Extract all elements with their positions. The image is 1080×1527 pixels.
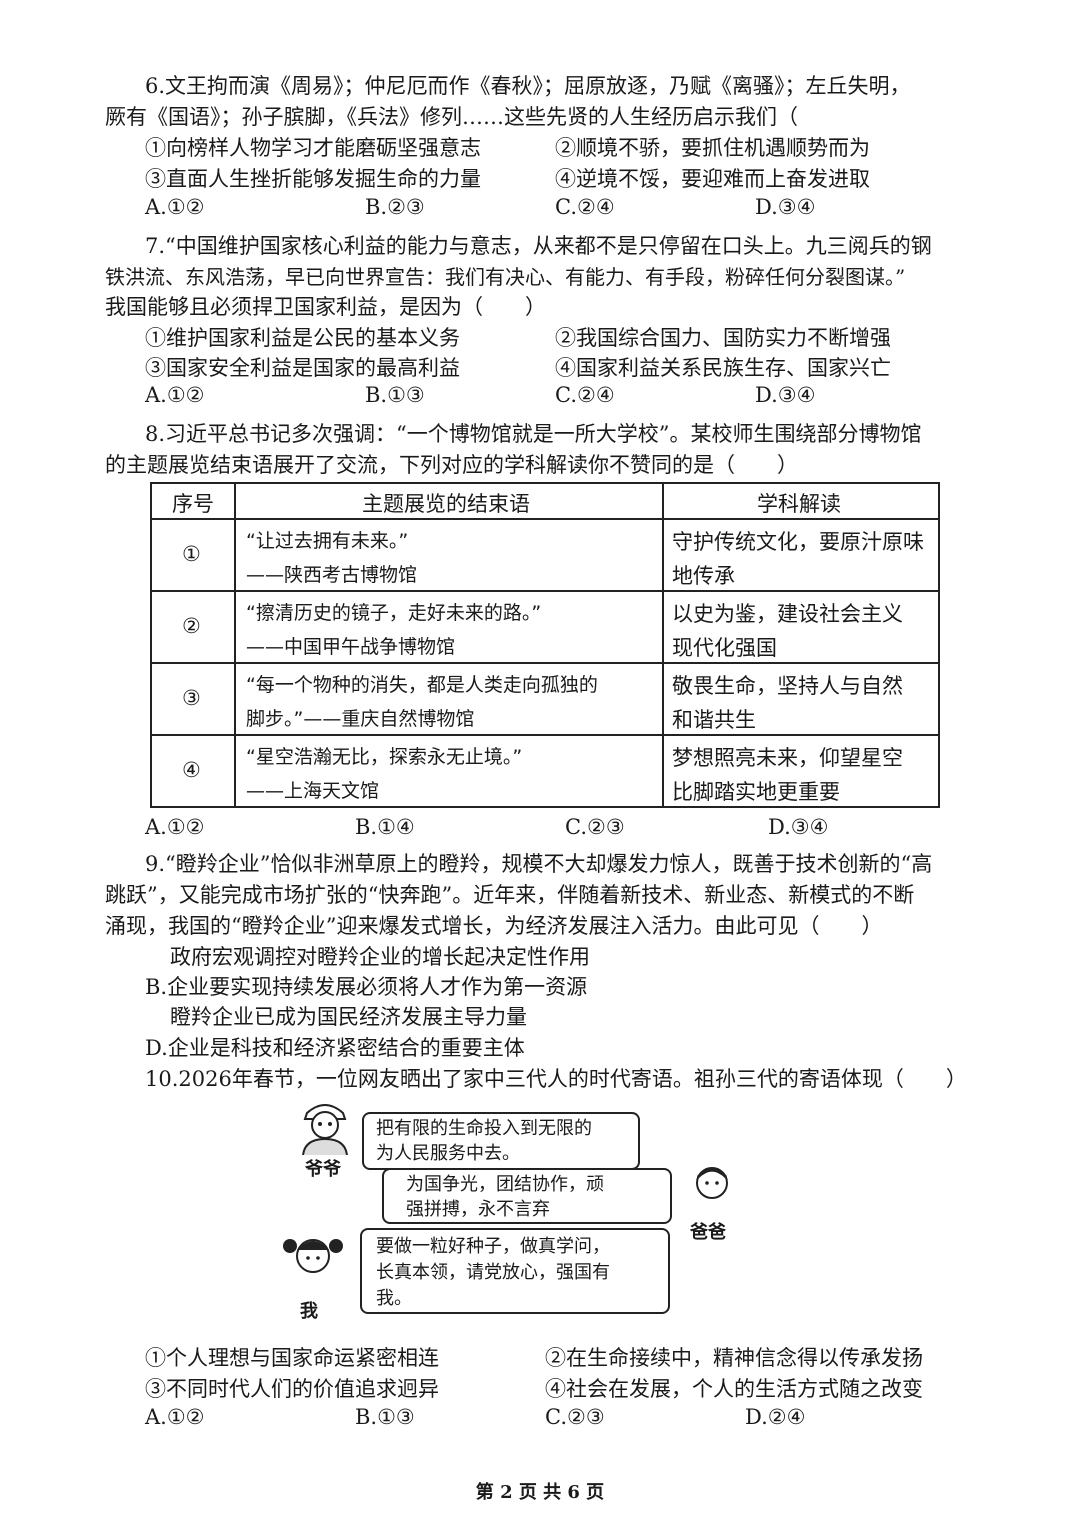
q6-option-c: C.②④: [555, 195, 615, 219]
grandpa-text-line2: 为人民服务中去。: [376, 1143, 520, 1164]
q7-option-a: A.①②: [145, 383, 205, 407]
q9-option-b: B.企业要实现持续发展必须将人才作为第一资源: [145, 975, 588, 999]
q6-statement-4: ④逆境不馁，要迎难而上奋发进取: [555, 167, 870, 191]
q9-option-d: D.企业是科技和经济紧密结合的重要主体: [145, 1036, 525, 1060]
q10-option-b: B.①③: [355, 1405, 415, 1429]
q7-statement-3: ③国家安全利益是国家的最高利益: [145, 356, 460, 380]
q10-statement-1: ①个人理想与国家命运紧密相连: [145, 1346, 439, 1370]
q10-statement-3: ③不同时代人们的价值追求迥异: [145, 1377, 439, 1401]
q9-option-a: 政府宏观调控对瞪羚企业的增长起决定性作用: [170, 945, 590, 969]
q7-option-d: D.③④: [755, 383, 816, 407]
museum-table: 序号 主题展览的结束语 学科解读 ① “让过去拥有未来。” ——陕西考古博物馆 …: [150, 482, 940, 808]
q6-option-d: D.③④: [755, 195, 816, 219]
q10-option-c: C.②③: [545, 1405, 605, 1429]
q7-stem-line2: 铁洪流、东风浩荡，早已向世界宣告：我们有决心、有能力、有手段，粉碎任何分裂图谋。…: [105, 265, 906, 289]
table-row-2-interp-1: 以史为鉴，建设社会主义: [672, 602, 903, 626]
me-label: 我: [300, 1301, 318, 1322]
me-figure: [283, 1239, 343, 1273]
q7-stem-line3: 我国能够且必须捍卫国家利益，是因为（ ）: [105, 295, 546, 319]
q6-statement-3: ③直面人生挫折能够发掘生命的力量: [145, 167, 481, 191]
q7-statement-4: ④国家利益关系民族生存、国家兴亡: [555, 356, 891, 380]
table-row-2-number: ②: [182, 614, 201, 638]
q10-statement-2: ②在生命接续中，精神信念得以传承发扬: [545, 1346, 923, 1370]
dad-text-line1: 为国争光，团结协作，顽: [406, 1174, 604, 1195]
q10-option-d: D.②④: [745, 1405, 806, 1429]
table-row-3-interp-2: 和谐共生: [672, 708, 756, 732]
q6-option-a: A.①②: [145, 195, 205, 219]
q7-option-b: B.①③: [365, 383, 425, 407]
table-row-1-quote: “让过去拥有未来。”: [246, 530, 409, 552]
grandpa-label: 爷爷: [305, 1159, 341, 1180]
q9-stem-line2: 跳跃”，又能完成市场扩张的“快奔跑”。近年来，伴随着新技术、新业态、新模式的不断: [105, 883, 915, 907]
table-row-2-interp-2: 现代化强国: [672, 636, 777, 660]
table-header-number: 序号: [172, 492, 214, 516]
table-header-closing-words: 主题展览的结束语: [362, 492, 530, 516]
q7-statement-1: ①维护国家利益是公民的基本义务: [145, 326, 460, 350]
table-row-3-interp-1: 敬畏生命，坚持人与自然: [672, 674, 903, 698]
me-text-line3: 我。: [376, 1288, 412, 1309]
q7-stem-line1: 7.“中国维护国家核心利益的能力与意志，从来都不是只停留在口头上。九三阅兵的钢: [145, 234, 932, 258]
table-row-1-source: ——陕西考古博物馆: [246, 564, 418, 586]
q6-stem-line2: 厥有《国语》；孙子膑脚，《兵法》修列……这些先贤的人生经历启示我们（: [105, 105, 798, 129]
table-row-3-source: 脚步。”——重庆自然博物馆: [246, 708, 475, 730]
q10-option-a: A.①②: [145, 1405, 205, 1429]
grandpa-text-line1: 把有限的生命投入到无限的: [376, 1118, 592, 1139]
q9-option-c: 瞪羚企业已成为国民经济发展主导力量: [170, 1005, 527, 1029]
table-row-4-source: ——上海天文馆: [246, 780, 380, 802]
dad-figure: [696, 1167, 728, 1199]
q8-option-c: C.②③: [565, 815, 625, 839]
q9-stem-line3: 涌现，我国的“瞪羚企业”迎来爆发式增长，为经济发展注入活力。由此可见（ ）: [105, 914, 883, 938]
page-footer: 第 2 页 共 6 页: [475, 1482, 605, 1503]
grandpa-figure: [302, 1104, 348, 1155]
q9-stem-line1: 9.“瞪羚企业”恰似非洲草原上的瞪羚，规模不大却爆发力惊人，既善于技术创新的“高: [145, 852, 933, 876]
me-text-line1: 要做一粒好种子，做真学问，: [376, 1236, 610, 1257]
q8-option-a: A.①②: [145, 815, 205, 839]
q10-stem-line1: 10.2026年春节，一位网友晒出了家中三代人的时代寄语。祖孙三代的寄语体现（ …: [145, 1067, 967, 1091]
table-row-3-number: ③: [182, 686, 201, 710]
q8-option-d: D.③④: [768, 815, 829, 839]
dad-text-line2: 强拼搏，永不言弃: [406, 1199, 550, 1220]
dad-label: 爸爸: [690, 1222, 726, 1243]
q6-statement-1: ①向榜样人物学习才能磨砺坚强意志: [145, 136, 481, 160]
table-row-3-quote: “每一个物种的消失，都是人类走向孤独的: [246, 674, 598, 696]
q8-option-b: B.①④: [355, 815, 415, 839]
q6-statement-2: ②顺境不骄，要抓住机遇顺势而为: [555, 136, 870, 160]
q6-option-b: B.②③: [365, 195, 425, 219]
table-row-1-interp-1: 守护传统文化，要原汁原味: [672, 530, 924, 554]
table-row-4-interp-1: 梦想照亮未来，仰望星空: [672, 746, 903, 770]
table-row-2-source: ——中国甲午战争博物馆: [246, 636, 456, 658]
table-row-1-number: ①: [182, 542, 201, 566]
q10-statement-4: ④社会在发展，个人的生活方式随之改变: [545, 1377, 923, 1401]
q6-stem-line1: 6.文王拘而演《周易》；仲尼厄而作《春秋》；屈原放逐，乃赋《离骚》；左丘失明，: [145, 74, 911, 98]
table-header-interpretation: 学科解读: [757, 492, 841, 516]
table-row-4-number: ④: [182, 758, 201, 782]
q8-stem-line2: 的主题展览结束语展开了交流，下列对应的学科解读你不赞同的是（ ）: [105, 453, 798, 477]
table-row-2-quote: “擦清历史的镜子，走好未来的路。”: [246, 602, 542, 624]
table-row-1-interp-2: 地传承: [672, 564, 735, 588]
me-text-line2: 长真本领，请党放心，强国有: [376, 1262, 610, 1283]
table-row-4-interp-2: 比脚踏实地更重要: [672, 780, 840, 804]
q8-stem-line1: 8.习近平总书记多次强调：“一个博物馆就是一所大学校”。某校师生围绕部分博物馆: [145, 422, 922, 446]
q7-option-c: C.②④: [555, 383, 615, 407]
dad-speech-bubble: 为国争光，团结协作，顽 强拼搏，永不言弃: [382, 1168, 672, 1224]
table-row-4-quote: “星空浩瀚无比，探索永无止境。”: [246, 746, 523, 768]
q7-statement-2: ②我国综合国力、国防实力不断增强: [555, 326, 891, 350]
me-speech-bubble: 要做一粒好种子，做真学问， 长真本领，请党放心，强国有 我。: [360, 1228, 670, 1314]
grandpa-speech-bubble: 把有限的生命投入到无限的 为人民服务中去。: [362, 1112, 640, 1170]
